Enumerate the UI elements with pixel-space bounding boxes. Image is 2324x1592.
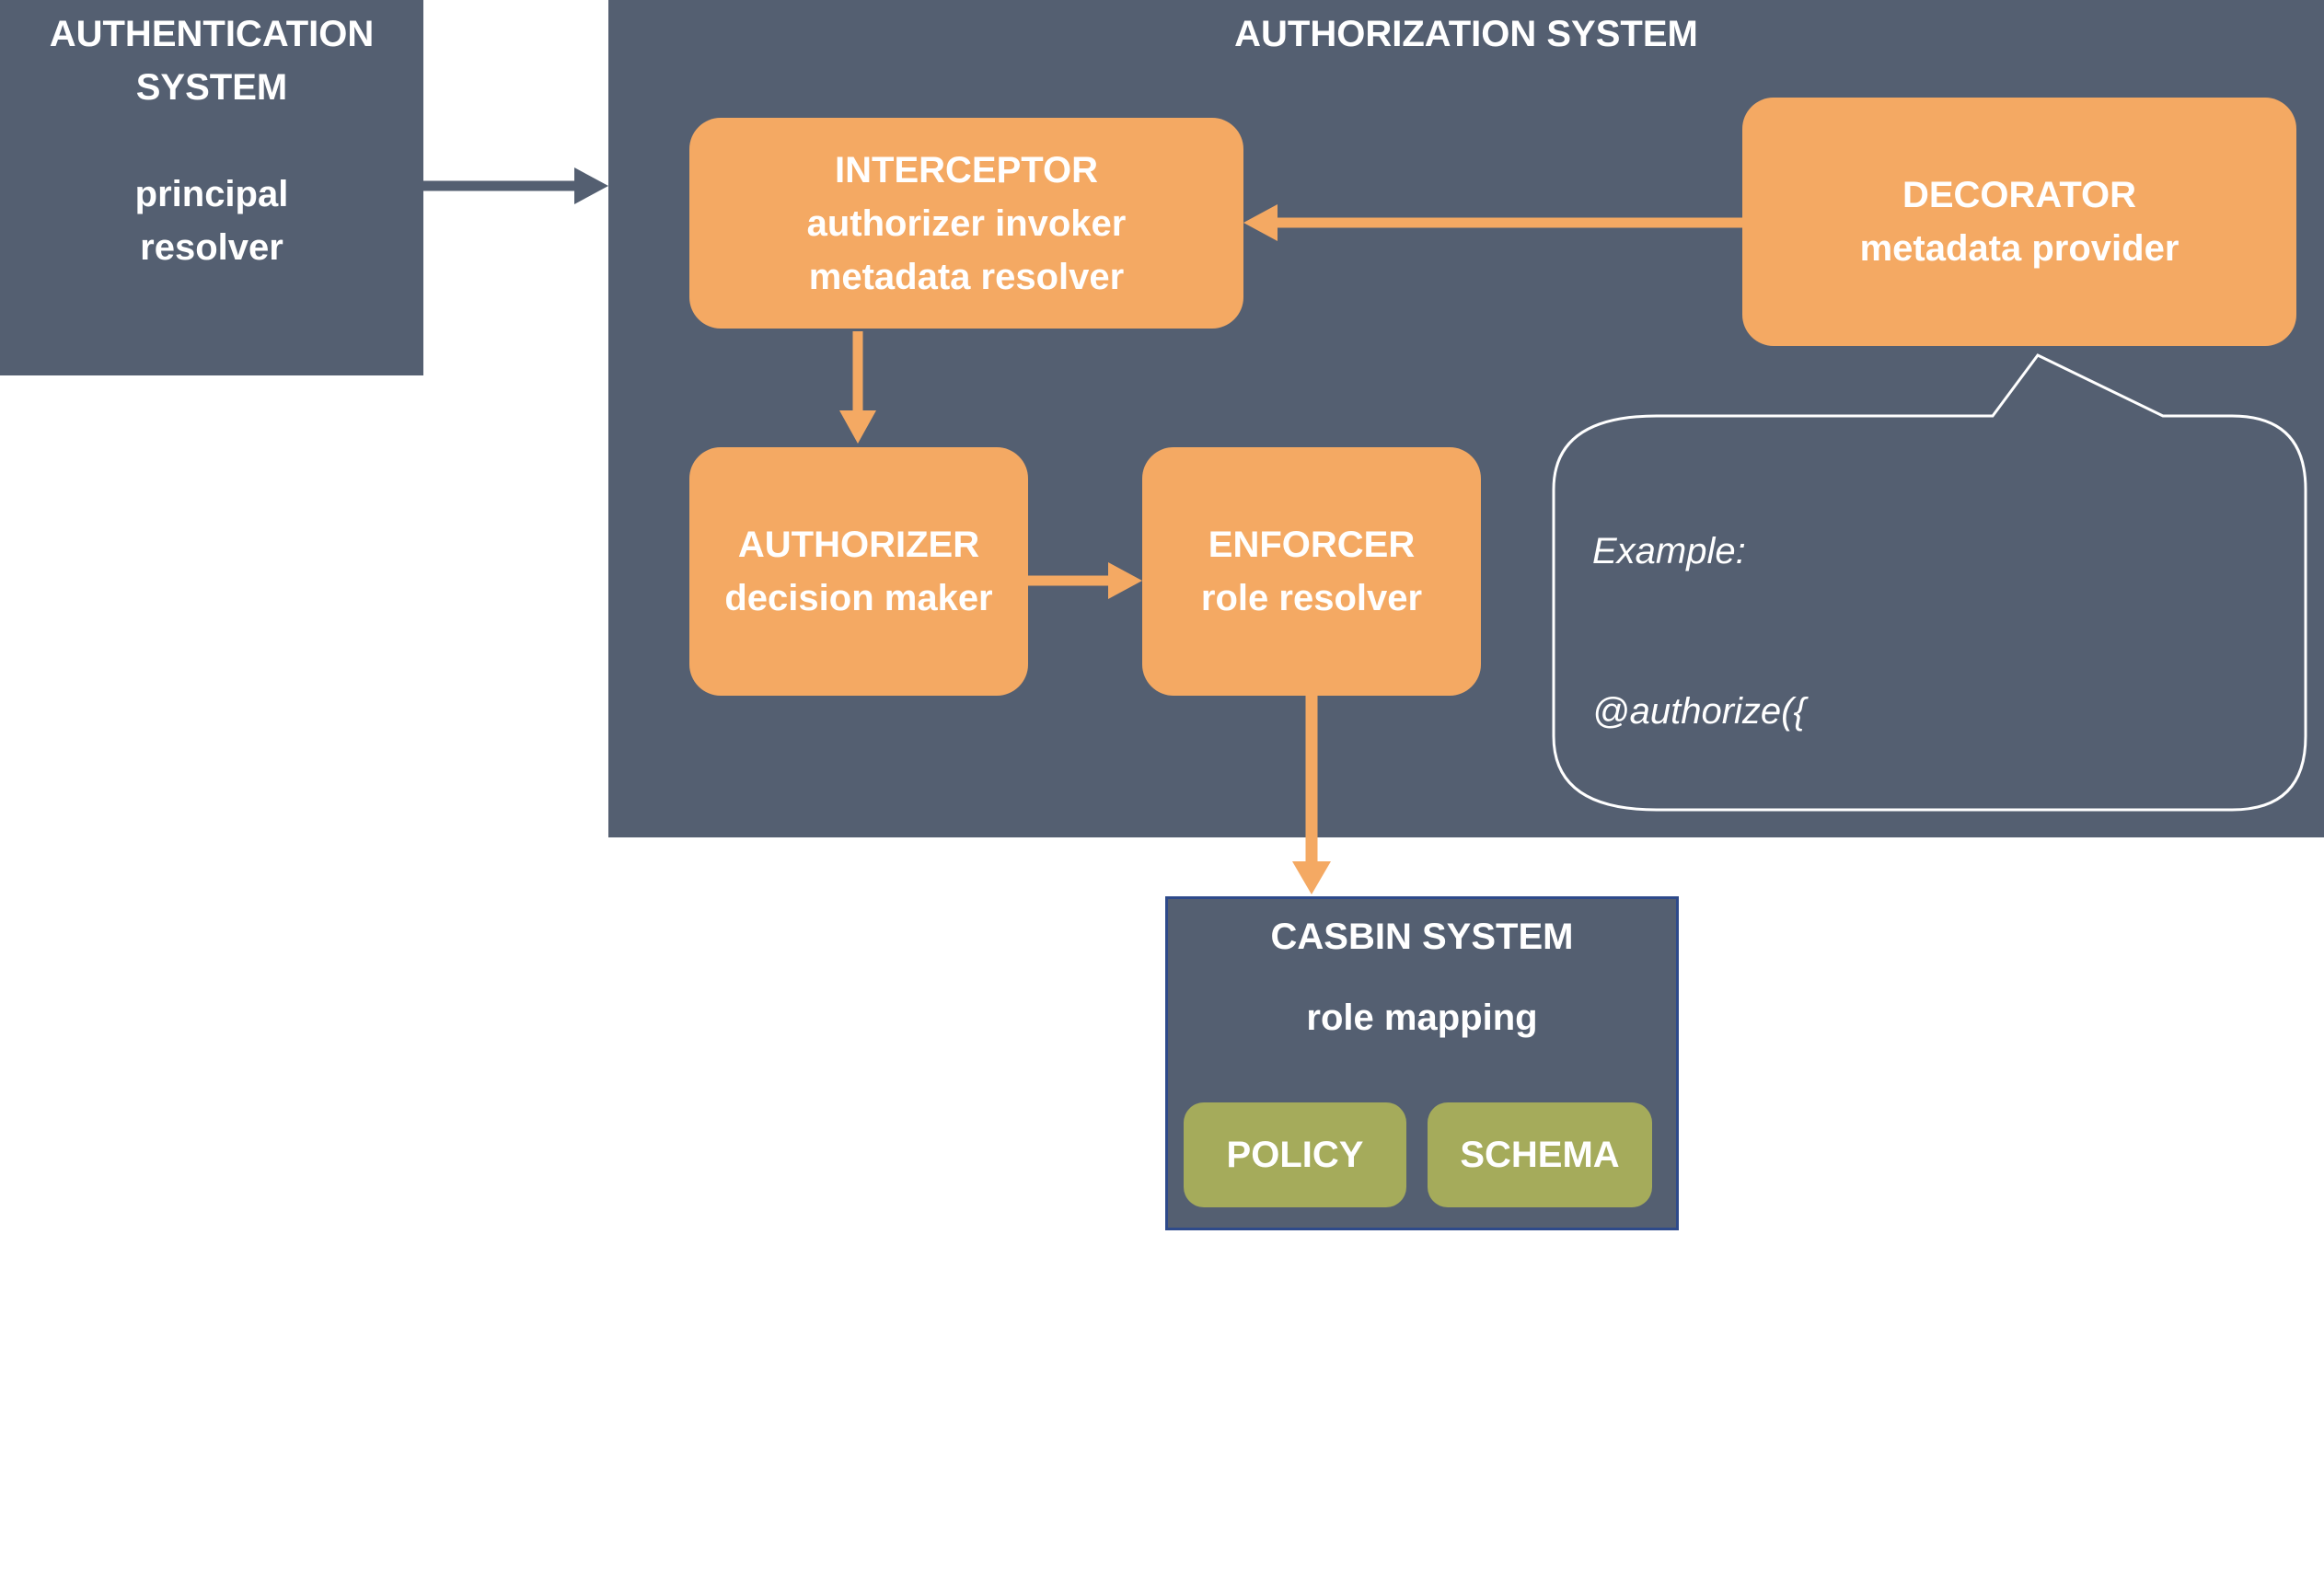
decorator-title: DECORATOR	[1902, 175, 2137, 215]
authorizer-role: decision maker	[724, 578, 993, 618]
decorator-role: metadata provider	[1859, 228, 2179, 269]
role-mapping-label: role mapping	[1306, 998, 1538, 1038]
authentication-system-title: AUTHENTICATION SYSTEM	[49, 14, 375, 108]
enforcer-box: ENFORCER role resolver	[1142, 447, 1481, 696]
interceptor-box: INTERCEPTOR authorizer invoker metadata …	[689, 118, 1243, 329]
schema-label: SCHEMA	[1460, 1134, 1620, 1175]
authentication-system-panel: AUTHENTICATION SYSTEM principal resolver	[0, 0, 423, 375]
enforcer-to-casbin-arrowhead	[1292, 861, 1331, 894]
example-line: allowedRoles: ['admin'],	[1592, 1171, 2008, 1212]
example-code: Example: @authorize({ resource: `${RESOU…	[1592, 418, 2292, 1592]
authorization-system-title: AUTHORIZATION SYSTEM	[1234, 14, 1698, 54]
casbin-system-title: CASBIN SYSTEM	[1270, 917, 1574, 957]
schema-box: SCHEMA	[1428, 1102, 1652, 1207]
example-line: @authorize({	[1592, 691, 1806, 732]
diagram-connectors	[423, 167, 2307, 894]
decorator-box: DECORATOR metadata provider	[1742, 98, 2296, 346]
authorizer-box: AUTHORIZER decision maker	[689, 447, 1028, 696]
interceptor-role-1: authorizer invoker	[806, 202, 1127, 244]
enforcer-role: role resolver	[1200, 578, 1423, 618]
interceptor-role-2: metadata resolver	[808, 256, 1125, 297]
authorizer-to-enforcer-arrowhead	[1108, 562, 1142, 599]
interceptor-title: INTERCEPTOR	[835, 149, 1098, 190]
principal-resolver-label: principal resolver	[134, 174, 289, 268]
policy-box: POLICY	[1184, 1102, 1406, 1207]
enforcer-title: ENFORCER	[1208, 525, 1416, 565]
example-line: resource: `${RESOURCE_NAME}*`,	[1592, 851, 2216, 892]
example-line: async viewAll(): Promise<Project[]> {}	[1592, 1492, 2206, 1532]
authorizer-title: AUTHORIZER	[737, 525, 980, 565]
example-line: scopes: ['view-all'],	[1592, 1011, 1928, 1052]
decorator-to-interceptor-arrowhead	[1243, 204, 1278, 241]
policy-label: POLICY	[1226, 1134, 1364, 1175]
example-callout-bubble	[1552, 353, 2307, 812]
example-line: })	[1592, 1332, 1627, 1372]
interceptor-to-authorizer-arrowhead	[839, 410, 876, 444]
authentication-to-authorization-arrowhead	[574, 167, 608, 204]
example-line: Example:	[1592, 531, 1746, 571]
